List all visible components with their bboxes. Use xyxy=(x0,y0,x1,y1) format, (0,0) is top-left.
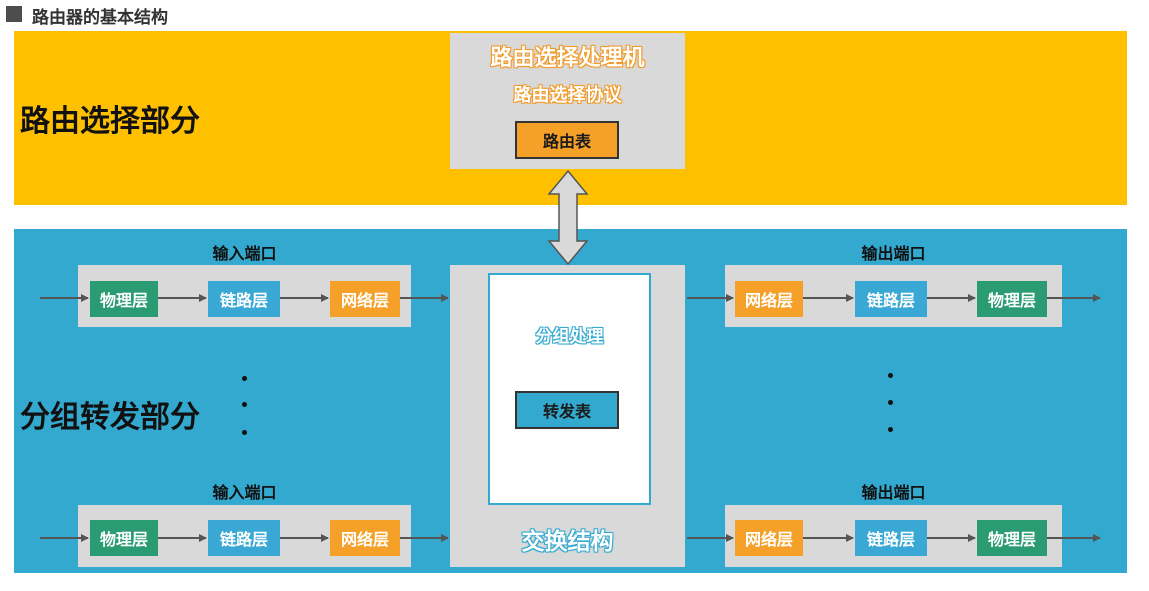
packet-processing-label: 分组处理 xyxy=(535,327,604,347)
switch-fabric-label: 交换结构 xyxy=(521,529,614,555)
output-port-title: 输出端口 xyxy=(861,244,926,263)
bidirectional-arrow xyxy=(547,169,589,266)
input-network-layer: 网络层 xyxy=(330,281,400,317)
input-network-layer: 网络层 xyxy=(330,520,400,556)
ellipsis-dot xyxy=(888,373,893,378)
packet-processing-panel xyxy=(488,273,651,505)
page-title: 路由器的基本结构 xyxy=(32,8,168,28)
output-link-layer: 链路层 xyxy=(855,520,927,556)
output-link-layer: 链路层 xyxy=(855,281,927,317)
output-physical-layer: 物理层 xyxy=(977,520,1047,556)
input-link-layer: 链路层 xyxy=(208,520,280,556)
ellipsis-dot xyxy=(888,400,893,405)
output-physical-layer: 物理层 xyxy=(977,281,1047,317)
ellipsis-dot xyxy=(242,430,247,435)
input-port-title: 输入端口 xyxy=(212,244,277,263)
routing-protocol-label: 路由选择协议 xyxy=(513,85,622,106)
routing-table: 路由表 xyxy=(515,121,619,159)
input-physical-layer: 物理层 xyxy=(90,281,158,317)
forwarding-table: 转发表 xyxy=(515,391,619,429)
output-network-layer: 网络层 xyxy=(735,281,803,317)
input-physical-layer: 物理层 xyxy=(90,520,158,556)
ellipsis-dot xyxy=(888,427,893,432)
forwarding-section-title: 分组转发部分 xyxy=(20,400,200,435)
heading-marker xyxy=(6,6,22,22)
input-port-title: 输入端口 xyxy=(212,483,277,502)
routing-processor-label: 路由选择处理机 xyxy=(490,46,645,71)
ellipsis-dot xyxy=(242,376,247,381)
routing-section-title: 路由选择部分 xyxy=(20,104,200,139)
input-link-layer: 链路层 xyxy=(208,281,280,317)
output-network-layer: 网络层 xyxy=(735,520,803,556)
output-port-title: 输出端口 xyxy=(861,483,926,502)
ellipsis-dot xyxy=(242,402,247,407)
